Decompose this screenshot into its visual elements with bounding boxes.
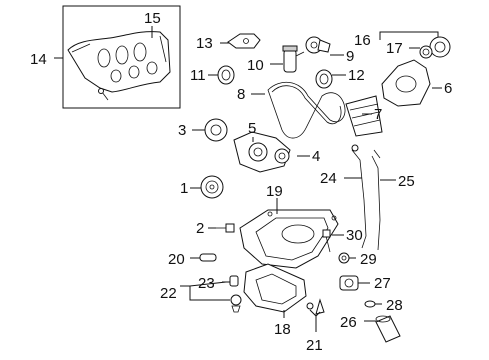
camshaft-sprocket-part [204,118,228,142]
pan-bolt-part [322,229,331,253]
leader-16 [379,31,439,40]
callout-1: 1 [180,180,188,197]
tensioner-part [305,36,331,54]
callout-9: 9 [346,48,354,65]
plug-part [199,253,217,262]
crankshaft-pulley-part [200,175,224,199]
timing-gear-assembly-part [233,131,291,173]
oil-filler-cap-part [429,36,451,58]
leader-22 [180,281,230,301]
callout-5: 5 [248,120,256,137]
oil-filter-adapter-part [339,275,359,291]
idler-pulley-part [217,65,235,85]
drain-plug-part [229,275,239,287]
callout-17: 17 [386,40,403,57]
callout-13: 13 [196,35,213,52]
callout-21: 21 [306,337,323,354]
callout-26: 26 [340,314,357,331]
o-ring-part [364,300,376,308]
washer-part [338,252,350,264]
callout-7: 7 [374,106,382,123]
oil-filter-part [375,315,401,343]
callout-4: 4 [312,148,320,165]
drain-bolt-part [216,223,235,233]
callout-3: 3 [178,122,186,139]
upper-oil-pan-part [239,209,339,269]
timing-belt-part [267,82,346,139]
callout-20: 20 [168,251,185,268]
callout-8: 8 [237,86,245,103]
callout-25: 25 [398,173,415,190]
cap-seal-part [419,45,433,59]
callout-28: 28 [386,297,403,314]
lower-oil-pan-part [243,263,307,313]
sensor-part [282,45,305,73]
callout-11: 11 [190,67,206,84]
dipstick-part [371,149,381,251]
callout-10: 10 [247,57,264,74]
callout-18: 18 [274,321,291,338]
valve-cover-bolt-part [98,88,109,101]
callout-15: 15 [144,10,161,27]
callout-12: 12 [348,67,365,84]
leader-21 [309,309,321,332]
oil-pressure-switch-part [230,294,242,313]
callout-27: 27 [374,275,391,292]
callout-23: 23 [198,275,215,292]
callout-24: 24 [320,170,337,187]
callout-14: 14 [30,51,47,68]
callout-29: 29 [360,251,377,268]
valve-cover-part [67,31,171,93]
dipstick-tube-part [351,144,367,249]
bracket-part [227,33,261,49]
belt-cover-part [345,95,383,137]
pulley-part [315,69,333,89]
timing-cover-part [381,59,431,107]
callout-16: 16 [354,32,371,49]
callout-2: 2 [196,220,204,237]
oil-level-sensor-part [306,298,325,315]
callout-6: 6 [444,80,452,97]
callout-22: 22 [160,285,177,302]
callout-19: 19 [266,183,283,200]
callout-30: 30 [346,227,363,244]
